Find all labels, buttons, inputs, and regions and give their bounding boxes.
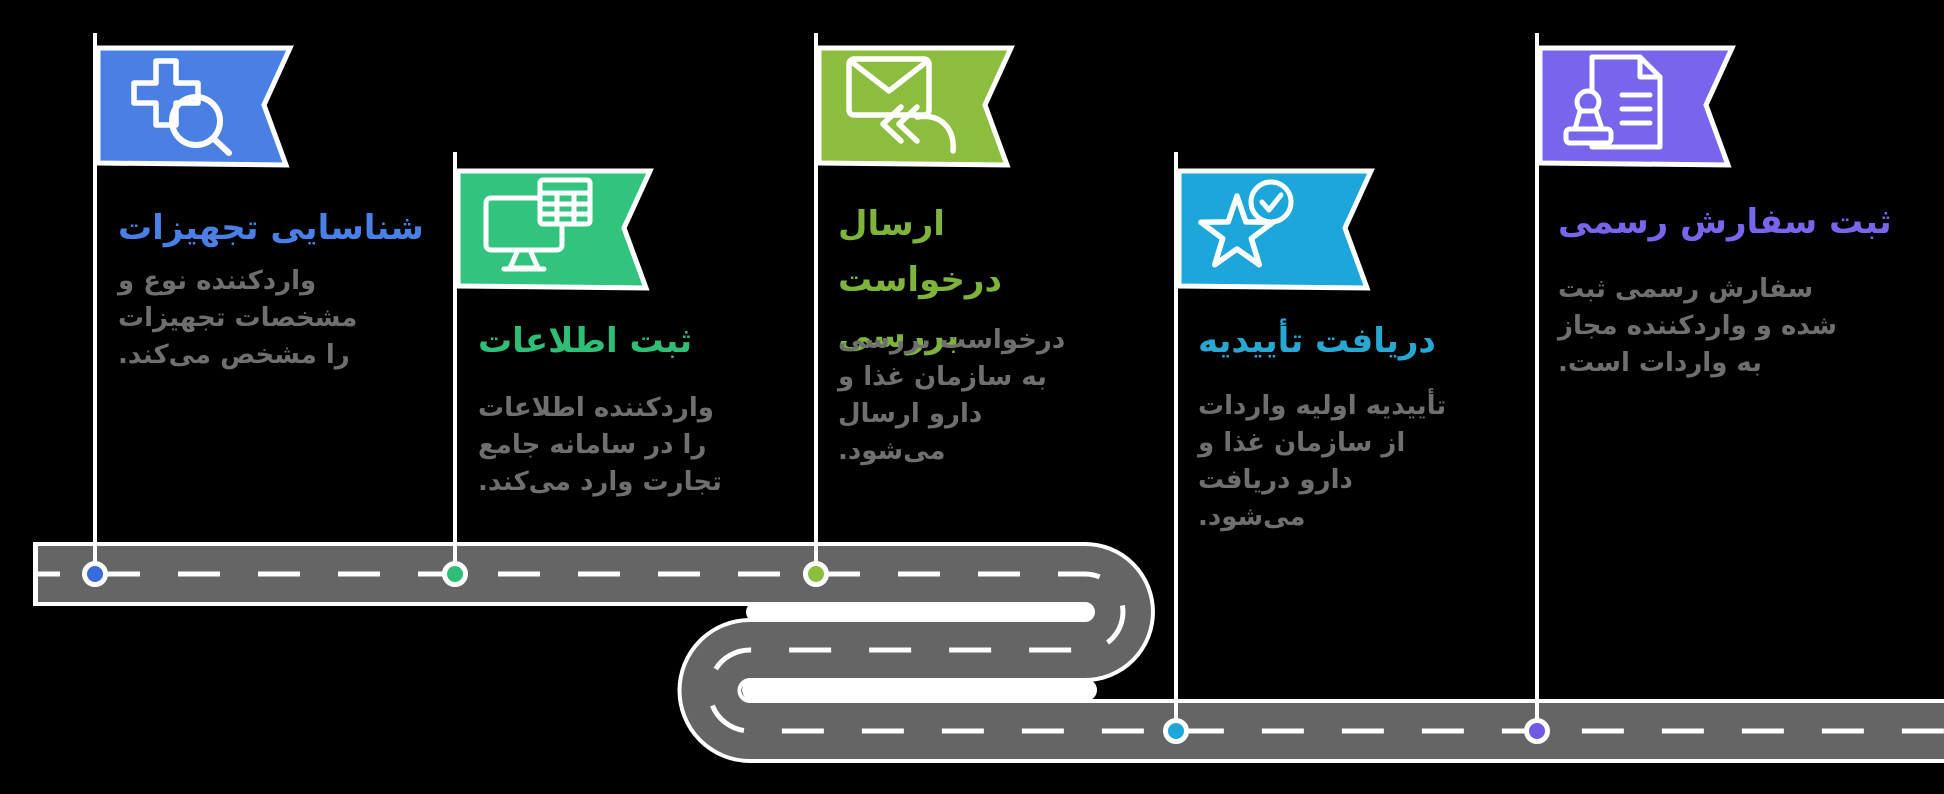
step-title-3: ارسال درخواست بررسی xyxy=(838,204,1002,356)
road-milestone-dot-1 xyxy=(82,561,108,587)
flag-pole-4 xyxy=(1174,152,1178,731)
step-title-4: دریافت تأییدیه xyxy=(1198,321,1436,361)
flag-banner-3 xyxy=(817,45,1015,168)
road-center-dashes xyxy=(38,571,1944,734)
step-description-5: سفارش رسمی ثبت شده و واردکننده مجاز به و… xyxy=(1558,274,1837,378)
search-plus-icon xyxy=(131,58,232,156)
road-milestone-dot-5 xyxy=(1524,718,1550,744)
flag-pole-3 xyxy=(814,33,818,574)
step-title-1: شناسایی تجهیزات xyxy=(118,208,424,248)
flag-banner-2 xyxy=(456,168,654,291)
send-request-icon xyxy=(846,56,956,154)
flag-banner-4 xyxy=(1177,168,1375,291)
flag-pole-2 xyxy=(453,152,457,574)
flag-pole-1 xyxy=(93,33,97,574)
road-milestone-dot-2 xyxy=(442,561,468,587)
step-description-1: واردکننده نوع و مشخصات تجهیزات را مشخص م… xyxy=(118,266,358,370)
star-approval-icon xyxy=(1198,179,1294,268)
step-description-2: واردکننده اطلاعات را در سامانه جامع تجار… xyxy=(478,393,722,497)
stamp-document-icon xyxy=(1563,54,1663,150)
road-milestone-dot-4 xyxy=(1163,718,1189,744)
step-description-4: تأییدیه اولیه واردات از سازمان غذا و دار… xyxy=(1198,391,1447,532)
step-title-2: ثبت اطلاعات xyxy=(478,321,693,361)
step-description-3: درخواست بررسی به سازمان غذا و دارو ارسال… xyxy=(838,325,1066,466)
road-milestone-dot-3 xyxy=(803,561,829,587)
flag-banner-5 xyxy=(1538,45,1736,168)
flag-pole-5 xyxy=(1535,33,1539,731)
flag-shape-1 xyxy=(96,45,294,168)
flag-banner-1 xyxy=(96,45,294,168)
monitor-spreadsheet-icon xyxy=(483,177,593,272)
step-title-5: ثبت سفارش رسمی xyxy=(1558,202,1892,242)
